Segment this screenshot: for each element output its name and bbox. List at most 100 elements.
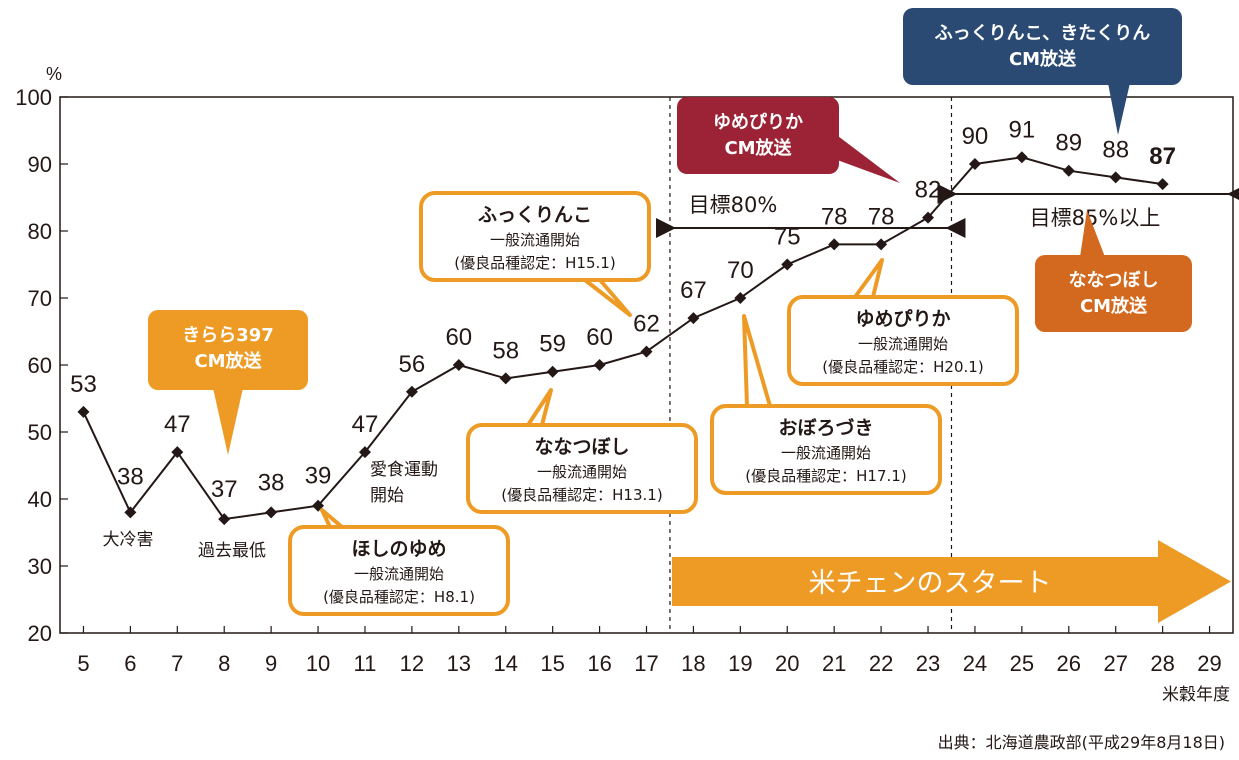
data-point	[77, 405, 90, 418]
cm-line: CM放送	[1009, 48, 1077, 70]
data-point	[781, 258, 794, 271]
cm-line: CM放送	[1080, 295, 1148, 317]
callout-pointer	[320, 508, 344, 529]
x-tick-label: 23	[916, 651, 940, 676]
cm-pointer	[1108, 83, 1130, 135]
callout-line: 一般流通開始	[490, 231, 580, 249]
callout-title: おぼろづき	[778, 417, 873, 439]
data-point	[734, 292, 747, 304]
callout-line: (優良品種認定：H13.1)	[501, 486, 662, 504]
x-tick-label: 12	[400, 651, 424, 676]
data-label: 38	[258, 469, 285, 496]
x-tick-label: 9	[265, 651, 277, 676]
callout-line: (優良品種認定：H15.1)	[454, 254, 615, 272]
data-point	[1062, 164, 1075, 177]
cm-line: きらら397	[182, 325, 274, 346]
x-tick-label: 8	[218, 651, 230, 676]
data-point	[452, 359, 465, 371]
y-tick-label: 100	[15, 85, 52, 110]
x-tick-label: 20	[775, 651, 799, 676]
callout-line: 一般流通開始	[354, 565, 444, 583]
callout-pointer	[526, 388, 553, 427]
data-label: 62	[633, 311, 660, 338]
callout-pointer	[583, 278, 632, 317]
callout-title: ふっくりんこ	[478, 204, 592, 226]
y-tick-label: 90	[28, 152, 52, 177]
data-label: 70	[727, 257, 754, 284]
data-label: 87	[1149, 143, 1176, 170]
callout-line: (優良品種認定：H20.1)	[822, 358, 983, 376]
x-tick-label: 13	[447, 651, 471, 676]
data-point	[640, 345, 653, 358]
data-label: 78	[868, 203, 895, 230]
data-point	[593, 359, 606, 371]
data-label: 39	[305, 463, 332, 490]
x-tick-label: 10	[306, 651, 330, 676]
data-point	[1109, 171, 1122, 184]
cm-pointer	[213, 388, 243, 455]
data-label: 90	[962, 123, 989, 150]
data-point	[828, 238, 841, 251]
data-point	[687, 312, 700, 325]
target-range-label: 目標80%	[689, 193, 778, 217]
x-tick-label: 27	[1103, 651, 1127, 676]
point-annotation: 愛食運動	[370, 460, 438, 480]
data-label: 88	[1102, 136, 1129, 163]
data-label: 67	[680, 277, 707, 304]
x-tick-label: 18	[681, 651, 705, 676]
data-point	[218, 513, 231, 526]
point-annotation: 大冷害	[103, 530, 154, 550]
x-tick-label: 25	[1010, 651, 1034, 676]
data-point	[171, 446, 184, 459]
data-label: 38	[117, 463, 144, 490]
data-point	[968, 158, 981, 170]
cm-callout: ななつぼし CM放送	[1035, 210, 1192, 332]
data-label: 82	[915, 177, 942, 204]
source-note: 出典：北海道農政部(平成29年8月18日)	[938, 733, 1225, 752]
x-tick-label: 17	[634, 651, 658, 676]
data-label: 59	[539, 331, 566, 358]
callout-pointer	[853, 258, 884, 299]
callout-title: ゆめぴりか	[855, 308, 950, 330]
y-tick-label: 70	[28, 286, 52, 311]
x-tick-label: 14	[493, 651, 517, 676]
banner-arrow	[671, 540, 1231, 623]
point-annotation: 開始	[370, 486, 404, 506]
callout-line: 一般流通開始	[781, 444, 871, 462]
x-tick-label: 28	[1150, 651, 1174, 676]
data-label: 37	[211, 476, 238, 503]
data-point	[1015, 151, 1028, 164]
x-tick-label: 7	[171, 651, 183, 676]
data-label: 56	[399, 351, 426, 378]
x-tick-label: 6	[124, 651, 136, 676]
data-point	[546, 365, 559, 378]
data-label: 91	[1009, 116, 1036, 143]
y-unit-label: %	[46, 64, 62, 84]
cm-box	[148, 310, 308, 390]
cm-pointer	[1080, 210, 1105, 257]
cm-line: ななつぼし	[1069, 270, 1159, 291]
callout-box	[466, 423, 698, 514]
data-label: 60	[586, 324, 613, 351]
callout-box	[710, 404, 942, 495]
callout-box	[419, 191, 651, 282]
banner-label: 米チェンのスタート	[809, 568, 1052, 599]
callout-box	[787, 295, 1019, 386]
callout-line: (優良品種認定：H17.1)	[745, 467, 906, 485]
target-range-label: 目標85%以上	[1030, 206, 1161, 230]
data-label: 47	[352, 411, 379, 438]
y-tick-label: 20	[28, 621, 52, 646]
data-label: 53	[70, 371, 97, 398]
cm-box	[903, 8, 1182, 85]
y-tick-label: 40	[28, 487, 52, 512]
x-tick-label: 19	[728, 651, 752, 676]
x-tick-label: 11	[354, 651, 377, 676]
data-point	[358, 446, 371, 459]
